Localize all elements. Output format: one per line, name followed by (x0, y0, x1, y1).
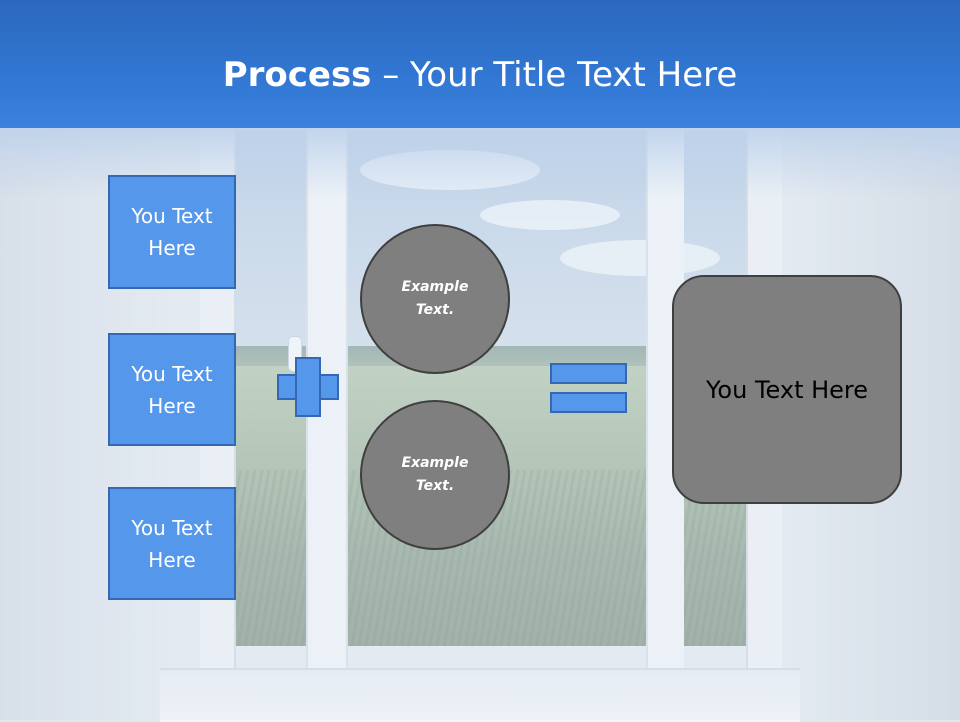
text-box-label: You Text Here (131, 515, 213, 572)
cloud (480, 200, 620, 230)
result-box: You Text Here (672, 275, 902, 504)
title-bold: Process (222, 55, 372, 95)
slide-title: Process – Your Title Text Here (0, 52, 960, 98)
example-circle-1: Example Text. (360, 224, 510, 374)
example-circle-2: Example Text. (360, 400, 510, 550)
plus-sign-center (297, 376, 319, 398)
text-box-3: You Text Here (108, 487, 236, 600)
equals-sign-top (550, 363, 627, 384)
text-box-2: You Text Here (108, 333, 236, 446)
circle-label: Example Text. (401, 279, 469, 318)
equals-sign-bottom (550, 392, 627, 413)
result-label: You Text Here (705, 375, 869, 404)
title-rest: – Your Title Text Here (371, 55, 738, 95)
window-sill (160, 668, 800, 722)
text-box-1: You Text Here (108, 175, 236, 289)
text-box-label: You Text Here (131, 361, 213, 418)
header-band (0, 0, 960, 128)
text-box-label: You Text Here (131, 204, 213, 260)
treeline (232, 346, 748, 368)
circle-label: Example Text. (401, 455, 469, 494)
cloud (560, 240, 720, 276)
